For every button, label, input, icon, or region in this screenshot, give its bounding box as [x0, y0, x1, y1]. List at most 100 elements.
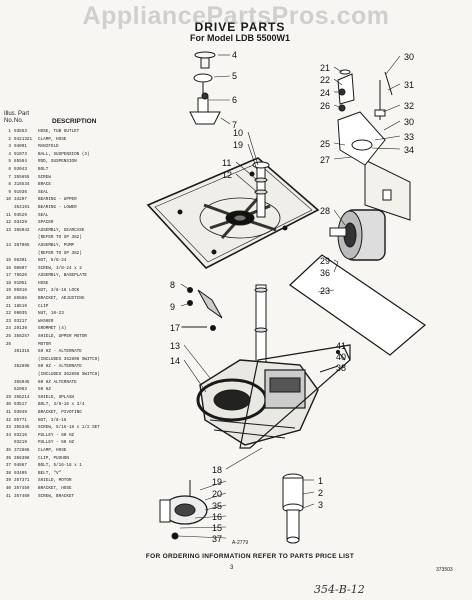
part-description: SHIELD, UPPER MOTOR	[38, 334, 87, 340]
part-description: 60 HZ - ALTERNATE	[38, 349, 82, 355]
part-description: SHIELD, SPLASH	[38, 394, 75, 400]
callout-number: 32	[404, 101, 415, 111]
adjusting-bracket	[337, 69, 355, 112]
callout-number: 24	[320, 88, 331, 98]
part-description: SCREW, 5/16-18 x 1/2 SET	[38, 425, 100, 431]
illus-number: 39	[5, 478, 11, 484]
part-number: 93043	[14, 166, 27, 172]
part-description: PULLEY - 50 HZ	[38, 440, 75, 446]
callout-number: 41	[336, 341, 347, 351]
illus-number: 31	[5, 409, 11, 415]
parts-list-row: (INCLUDES 362898 SWITCH)	[4, 371, 144, 379]
part-description: 60 HZ ALTERNATE	[38, 379, 77, 385]
part-description: GROMMET (4)	[38, 326, 67, 332]
illus-number: 12	[5, 220, 11, 226]
illus-number: 19	[5, 288, 11, 294]
part-description: ASSEMBLY, PUMP	[38, 242, 75, 248]
part-description: SCREW, 3/8-24 x 2	[38, 265, 82, 271]
part-description: BRACKET, ADJUSTING	[38, 296, 85, 302]
part-number: 29139	[14, 326, 27, 332]
gearcase-assembly	[196, 284, 319, 446]
part-description: SEAL	[38, 212, 49, 218]
parts-list-row: (INCLUDES 362898 SWITCH)	[4, 356, 144, 364]
callout-number: 26	[320, 101, 331, 111]
callout-number: 30	[404, 117, 415, 127]
part-number: 18519	[14, 303, 27, 309]
document-number: 373503	[436, 567, 453, 573]
part-number: 91073	[14, 151, 27, 157]
illus-number: 13	[5, 227, 11, 233]
part-number: 361316	[14, 349, 30, 355]
part-number: 357460	[14, 493, 30, 499]
part-description: (INCLUDES 362898 SWITCH)	[38, 356, 100, 362]
handwritten-note: 354-B-12	[314, 583, 365, 596]
part-description: ROD, SUSPENSION	[38, 159, 77, 165]
callout-number: 20	[212, 489, 223, 499]
illus-number: 20	[5, 296, 11, 302]
callout-number: 19	[212, 477, 223, 487]
callout-number: 4	[232, 50, 238, 60]
illus-number: 26	[5, 341, 11, 347]
part-number: 99035	[14, 311, 27, 317]
callout-number: 8	[170, 280, 176, 290]
part-description: BOLT, 5/16-18 x 1	[38, 463, 82, 469]
part-number: 365945	[14, 379, 30, 385]
callout-number: 2	[318, 488, 324, 498]
part-number: 96301	[14, 258, 27, 264]
illus-number: 3	[8, 144, 11, 150]
part-description: NUT, 3/8-16	[38, 417, 67, 423]
callout-number: 28	[320, 206, 331, 216]
part-number: 355345	[14, 425, 30, 431]
illus-number: 15	[5, 258, 11, 264]
callout-number: 7	[232, 120, 238, 130]
part-description: CLAMP, HOSE	[38, 136, 67, 142]
callout-number: 34	[404, 145, 415, 155]
ordering-footer-note: FOR ORDERING INFORMATION REFER TO PARTS …	[145, 553, 355, 560]
part-description: BOLT, 3/8-16 x 3/4	[38, 402, 85, 408]
part-number: 358257	[14, 334, 30, 340]
illus-number: 6	[8, 166, 11, 172]
illus-number: 11	[5, 212, 11, 218]
callout-number: 29	[320, 256, 331, 266]
illus-number: 21	[5, 303, 11, 309]
parts-list-row: (REFER TO SP 382)	[4, 250, 144, 258]
part-number: 93216	[14, 432, 27, 438]
illus-number: 8	[8, 182, 11, 188]
part-description: HOSE	[38, 280, 49, 286]
hose-bracket-hardware	[319, 349, 346, 373]
legend-part-no-label: No.	[14, 118, 24, 124]
callout-number: 38	[336, 363, 347, 373]
part-description: NUT, 10-23	[38, 311, 64, 317]
part-number: 94867	[14, 463, 27, 469]
illus-number: 25	[5, 334, 11, 340]
outlet-hose	[282, 473, 304, 544]
legend-no-label: No.	[4, 118, 14, 124]
part-number: 95016	[14, 288, 27, 294]
part-description: WASHER	[38, 318, 54, 324]
page-title: DRIVE PARTS	[194, 20, 286, 34]
part-description: BEARING - UPPER	[38, 197, 77, 203]
part-description: SHIELD, MOTOR	[38, 478, 72, 484]
part-description: SCREW	[38, 174, 51, 180]
callout-number: 5	[232, 71, 238, 81]
callout-number: 13	[170, 341, 181, 351]
parts-list-row: 361316 60 HZ - ALTERNATE	[4, 348, 144, 356]
callout-number: 22	[320, 75, 331, 85]
part-number: 85586	[14, 296, 27, 302]
